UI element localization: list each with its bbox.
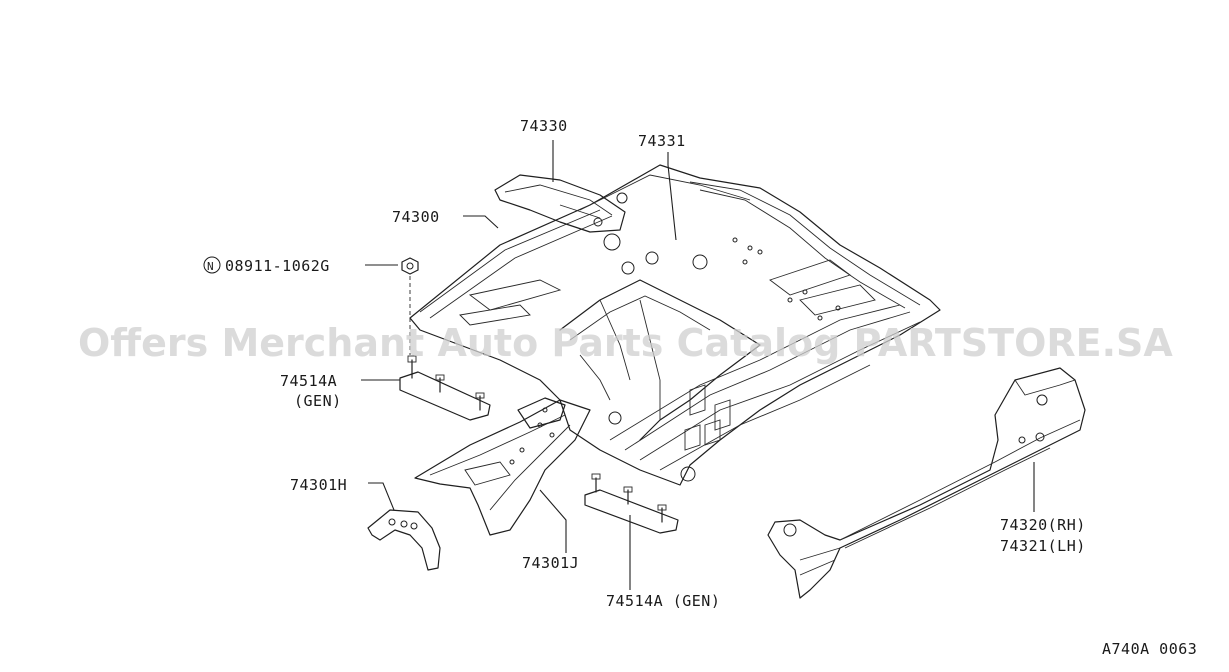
label-74301j: 74301J [522, 554, 579, 572]
label-74320-rh: 74320(RH) [1000, 516, 1086, 534]
catalog-code: A740A 0063 [1102, 640, 1197, 658]
part-74301j-crossmember [414, 397, 591, 536]
label-74514a-bottom: 74514A (GEN) [606, 592, 720, 610]
nut-08911 [401, 257, 419, 355]
nut-code-circle [203, 256, 221, 274]
label-74321-lh: 74321(LH) [1000, 537, 1086, 555]
part-74320-side-sill [767, 367, 1086, 599]
label-74514a-left: 74514A [280, 372, 337, 390]
watermark-text: Offers Merchant Auto Parts Catalog PARTS… [78, 321, 1173, 365]
part-74514a-bottom-plate [584, 473, 679, 534]
part-74330-bracket [494, 174, 626, 233]
label-gen-left: (GEN) [294, 392, 342, 410]
label-74330: 74330 [520, 117, 568, 135]
nut-code-letter: N [207, 260, 214, 273]
part-74301h-bracket [367, 509, 441, 571]
part-74514a-left-plate [399, 355, 491, 421]
leader-lines [361, 140, 1035, 590]
floor-pan-assembly [409, 164, 941, 486]
label-74301h: 74301H [290, 476, 347, 494]
label-74300: 74300 [392, 208, 440, 226]
label-74331: 74331 [638, 132, 686, 150]
label-08911-1062g: 08911-1062G [225, 257, 330, 275]
